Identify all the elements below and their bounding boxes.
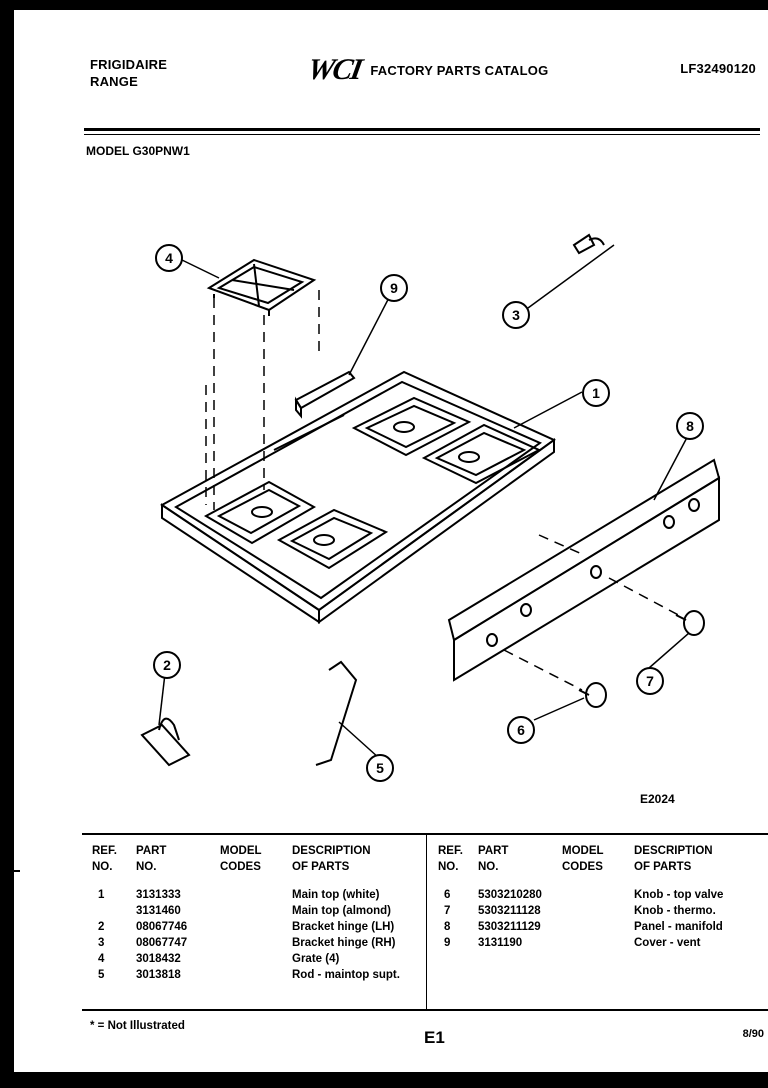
table-cell-part: 08067747 <box>136 937 188 949</box>
callout-9: 9 <box>380 274 408 302</box>
callout-8-label: 8 <box>686 418 694 434</box>
catalog-title: FACTORY PARTS CATALOG <box>370 62 549 78</box>
bracket-hinge-rh-part <box>572 233 605 255</box>
model-line: MODEL G30PNW1 <box>86 144 190 158</box>
catalog-page: FRIGIDAIRE RANGE WCI FACTORY PARTS CATAL… <box>14 10 768 1072</box>
main-top-part <box>160 370 556 624</box>
table-cell-part: 3131190 <box>478 937 523 949</box>
header-rule-thick <box>84 128 760 131</box>
table-cell-part: 08067746 <box>136 921 188 933</box>
not-illustrated-note: * = Not Illustrated <box>90 1020 185 1032</box>
callout-7: 7 <box>636 667 664 695</box>
table-cell-part: 3131460 <box>136 905 181 917</box>
callout-7-label: 7 <box>646 673 654 689</box>
table-cell-ref: 7 <box>444 905 451 917</box>
table-cell-desc: Main top (white) <box>292 889 380 901</box>
parts-table: REF. NO. PART NO. MODEL CODES DESCRIPTIO… <box>82 833 768 1011</box>
knob-thermo <box>675 610 705 636</box>
table-cell-ref: 5 <box>98 969 105 981</box>
header-desc-right: DESCRIPTION OF PARTS <box>634 845 713 873</box>
table-cell-ref: 8 <box>444 921 451 933</box>
table-cell-desc: Bracket hinge (LH) <box>292 921 395 933</box>
table-cell-ref: 1 <box>98 889 105 901</box>
table-cell-desc: Rod - maintop supt. <box>292 969 400 981</box>
brand-block: FRIGIDAIRE RANGE <box>90 56 167 90</box>
table-cell-part: 3013818 <box>136 969 181 981</box>
header-desc: DESCRIPTION OF PARTS <box>292 845 371 873</box>
table-cell-desc: Main top (almond) <box>292 905 392 917</box>
table-cell-part: 3131333 <box>136 889 181 901</box>
callout-4: 4 <box>155 244 183 272</box>
callout-4-label: 4 <box>165 250 173 266</box>
page-id: E1 <box>424 1028 445 1047</box>
callout-5-label: 5 <box>376 760 384 776</box>
header-part: PART NO. <box>136 845 167 873</box>
figure-code: E2024 <box>640 792 675 806</box>
callout-1: 1 <box>582 379 610 407</box>
table-cell-desc: Cover - vent <box>634 937 701 949</box>
manifold-panel-part <box>447 458 721 682</box>
bracket-hinge-part <box>140 717 191 767</box>
table-cell-ref: 9 <box>444 937 451 949</box>
callout-9-label: 9 <box>390 280 398 296</box>
table-cell-part: 5303211129 <box>478 921 541 933</box>
header-model-right: MODEL CODES <box>562 845 604 873</box>
callout-2: 2 <box>153 651 181 679</box>
header-rule-thin <box>84 134 760 135</box>
table-cell-desc: Knob - thermo. <box>634 905 716 917</box>
wci-logo: WCI <box>305 53 364 86</box>
table-column-divider <box>426 835 427 1009</box>
catalog-number: LF32490120 <box>680 61 756 76</box>
callout-2-label: 2 <box>163 657 171 673</box>
callout-5: 5 <box>366 754 394 782</box>
table-cell-part: 3018432 <box>136 953 181 965</box>
table-cell-ref: 6 <box>444 889 451 901</box>
callout-circles: 4 9 3 1 8 2 7 6 5 <box>153 244 704 782</box>
grate-part <box>206 258 317 316</box>
table-cell-desc: Panel - manifold <box>634 921 723 933</box>
maintop-rod-part <box>315 660 358 766</box>
vent-cover-part <box>294 370 356 419</box>
header-part-right: PART NO. <box>478 845 509 873</box>
table-cell-ref: 2 <box>98 921 105 933</box>
table-cell-part: 5303211128 <box>478 905 541 917</box>
edge-mark <box>0 870 20 872</box>
callout-3: 3 <box>502 301 530 329</box>
callout-8: 8 <box>676 412 704 440</box>
table-cell-ref: 3 <box>98 937 105 949</box>
header-model: MODEL CODES <box>220 845 262 873</box>
header-ref: REF. NO. <box>92 845 117 873</box>
callout-6-label: 6 <box>517 722 525 738</box>
table-cell-desc: Grate (4) <box>292 953 340 965</box>
table-cell-part: 5303210280 <box>478 889 542 901</box>
callout-6: 6 <box>507 716 535 744</box>
catalog-heading: WCI FACTORY PARTS CATALOG <box>305 53 549 86</box>
brand-name: FRIGIDAIRE <box>90 57 168 72</box>
product-type: RANGE <box>90 74 138 89</box>
callout-3-label: 3 <box>512 307 520 323</box>
table-cell-ref: 4 <box>98 953 105 965</box>
header-ref-right: REF. NO. <box>438 845 463 873</box>
exploded-parts-diagram: 4 9 3 1 8 2 7 6 5 <box>140 233 721 782</box>
catalog-date: 8/90 <box>742 1028 764 1040</box>
table-cell-desc: Knob - top valve <box>634 889 724 901</box>
knob-top-valve <box>578 682 607 708</box>
callout-1-label: 1 <box>592 385 600 401</box>
table-cell-desc: Bracket hinge (RH) <box>292 937 396 949</box>
